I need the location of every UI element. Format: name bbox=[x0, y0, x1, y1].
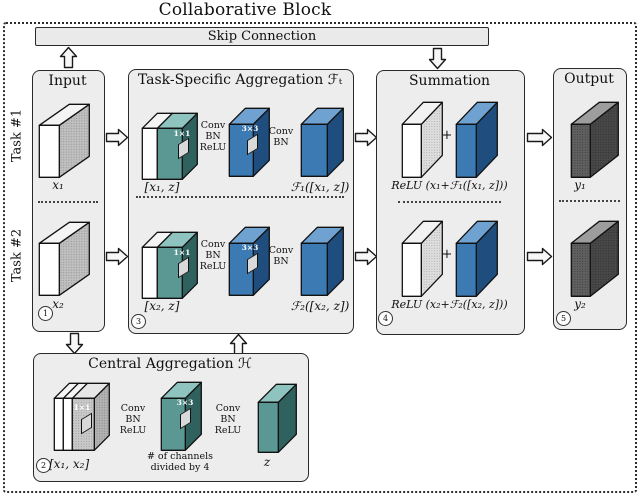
central-channels-note: # of channels divided by 4 bbox=[146, 451, 214, 473]
skip-to-summation-arrow-icon bbox=[428, 47, 447, 70]
central-conv-bn-relu-1-label: Conv BN ReLU bbox=[119, 403, 147, 437]
figure-title: Collaborative Block bbox=[158, 0, 332, 20]
tsa-row1-conv-bn-label: Conv BN bbox=[268, 126, 294, 149]
summation-row1-identity-tensor bbox=[401, 101, 444, 179]
output-y2-label: y₂ bbox=[574, 297, 586, 311]
input-to-central-arrow-icon bbox=[65, 332, 84, 355]
tsa-to-summation-arrow-2-icon bbox=[354, 247, 378, 266]
summation-row2-residual-tensor bbox=[455, 220, 499, 298]
input-x2-label: x₂ bbox=[52, 297, 64, 311]
tsa-row2-concat-label: [x₂, z] bbox=[144, 299, 180, 313]
task1-side-label: Task #1 bbox=[9, 108, 25, 163]
tsa-row1-1x1-kernel-label: 1×1 bbox=[173, 129, 191, 138]
tsa-row1-output-label: ℱ₁([x₁, z]) bbox=[290, 180, 350, 194]
summation-task-divider bbox=[398, 201, 501, 203]
input-task-divider bbox=[38, 201, 98, 203]
central-conv-bn-relu-2-label: Conv BN ReLU bbox=[214, 403, 242, 437]
step-badge-5: 5 bbox=[556, 311, 571, 326]
input-to-tsa-arrow-1-icon bbox=[105, 128, 129, 147]
tsa-row1-conv3x3-tensor bbox=[228, 107, 271, 178]
tsa-row2-3x3-kernel-label: 3×3 bbox=[241, 243, 259, 252]
output-header: Output bbox=[564, 71, 614, 87]
central-concat-tensor bbox=[53, 382, 111, 452]
input-to-tsa-arrow-2-icon bbox=[105, 247, 129, 266]
central-to-tsa-arrow-icon bbox=[229, 333, 248, 356]
summation-row2-plus-sign: + bbox=[441, 247, 453, 262]
central-conv3x3-tensor bbox=[160, 381, 203, 452]
input-x2-tensor bbox=[38, 221, 91, 297]
tsa-task-divider bbox=[136, 196, 344, 198]
summation-row2-formula: ReLU (x₂+ℱ₂([x₂, z])) bbox=[391, 298, 508, 311]
output-y1-tensor bbox=[570, 101, 620, 179]
input-x1-tensor bbox=[38, 103, 91, 179]
output-y2-tensor bbox=[570, 220, 620, 298]
central-header: Central Aggregation ℋ bbox=[88, 356, 252, 372]
summation-to-output-arrow-1-icon bbox=[526, 128, 553, 147]
tsa-row2-output-label: ℱ₂([x₂, z]) bbox=[290, 299, 350, 313]
tsa-row2-1x1-kernel-label: 1×1 bbox=[173, 248, 191, 257]
tsa-row2-output-tensor bbox=[300, 226, 345, 297]
tsa-row1-concat-label: [x₁, z] bbox=[144, 180, 180, 194]
skip-connection-bar: Skip Connection bbox=[35, 27, 489, 46]
tsa-row2-conv-bn-label: Conv BN bbox=[268, 245, 294, 268]
tsa-row1-concat-tensor bbox=[141, 112, 199, 181]
tsa-row2-concat-tensor bbox=[141, 231, 199, 300]
output-task-divider bbox=[559, 200, 620, 202]
central-concat-label: [x₁, x₂] bbox=[49, 457, 90, 471]
collaborative-block-boundary bbox=[3, 22, 637, 493]
summation-row2-identity-tensor bbox=[401, 220, 444, 298]
tsa-row1-conv-bn-relu-label: Conv BN ReLU bbox=[199, 120, 227, 154]
tsa-row2-conv-bn-relu-label: Conv BN ReLU bbox=[199, 239, 227, 273]
skip-connection-label: Skip Connection bbox=[207, 29, 317, 44]
input-header: Input bbox=[48, 73, 87, 89]
tsa-row1-output-tensor bbox=[300, 107, 345, 178]
summation-to-output-arrow-2-icon bbox=[526, 247, 553, 266]
input-to-skip-arrow-icon bbox=[59, 46, 78, 69]
step-badge-3: 3 bbox=[131, 314, 146, 329]
step-badge-4: 4 bbox=[378, 311, 393, 326]
central-z-tensor bbox=[257, 383, 298, 454]
central-3x3-kernel-label: 3×3 bbox=[176, 398, 194, 407]
input-x1-label: x₁ bbox=[52, 178, 64, 192]
tsa-row2-conv3x3-tensor bbox=[228, 226, 271, 297]
central-z-label: z bbox=[263, 455, 271, 469]
summation-header: Summation bbox=[408, 73, 491, 89]
central-1x1-kernel-label: 1×1 bbox=[73, 403, 91, 412]
step-badge-1: 1 bbox=[38, 306, 53, 321]
task2-side-label: Task #2 bbox=[9, 228, 25, 283]
tsa-row1-3x3-kernel-label: 3×3 bbox=[241, 124, 259, 133]
summation-row1-residual-tensor bbox=[455, 101, 499, 179]
tsa-to-summation-arrow-1-icon bbox=[354, 128, 378, 147]
output-y1-label: y₁ bbox=[574, 178, 586, 192]
tsa-header: Task-Specific Aggregation ℱₜ bbox=[137, 72, 343, 88]
step-badge-2: 2 bbox=[36, 458, 51, 473]
summation-row1-formula: ReLU (x₁+ℱ₁([x₁, z])) bbox=[391, 179, 508, 192]
summation-row1-plus-sign: + bbox=[441, 128, 453, 143]
